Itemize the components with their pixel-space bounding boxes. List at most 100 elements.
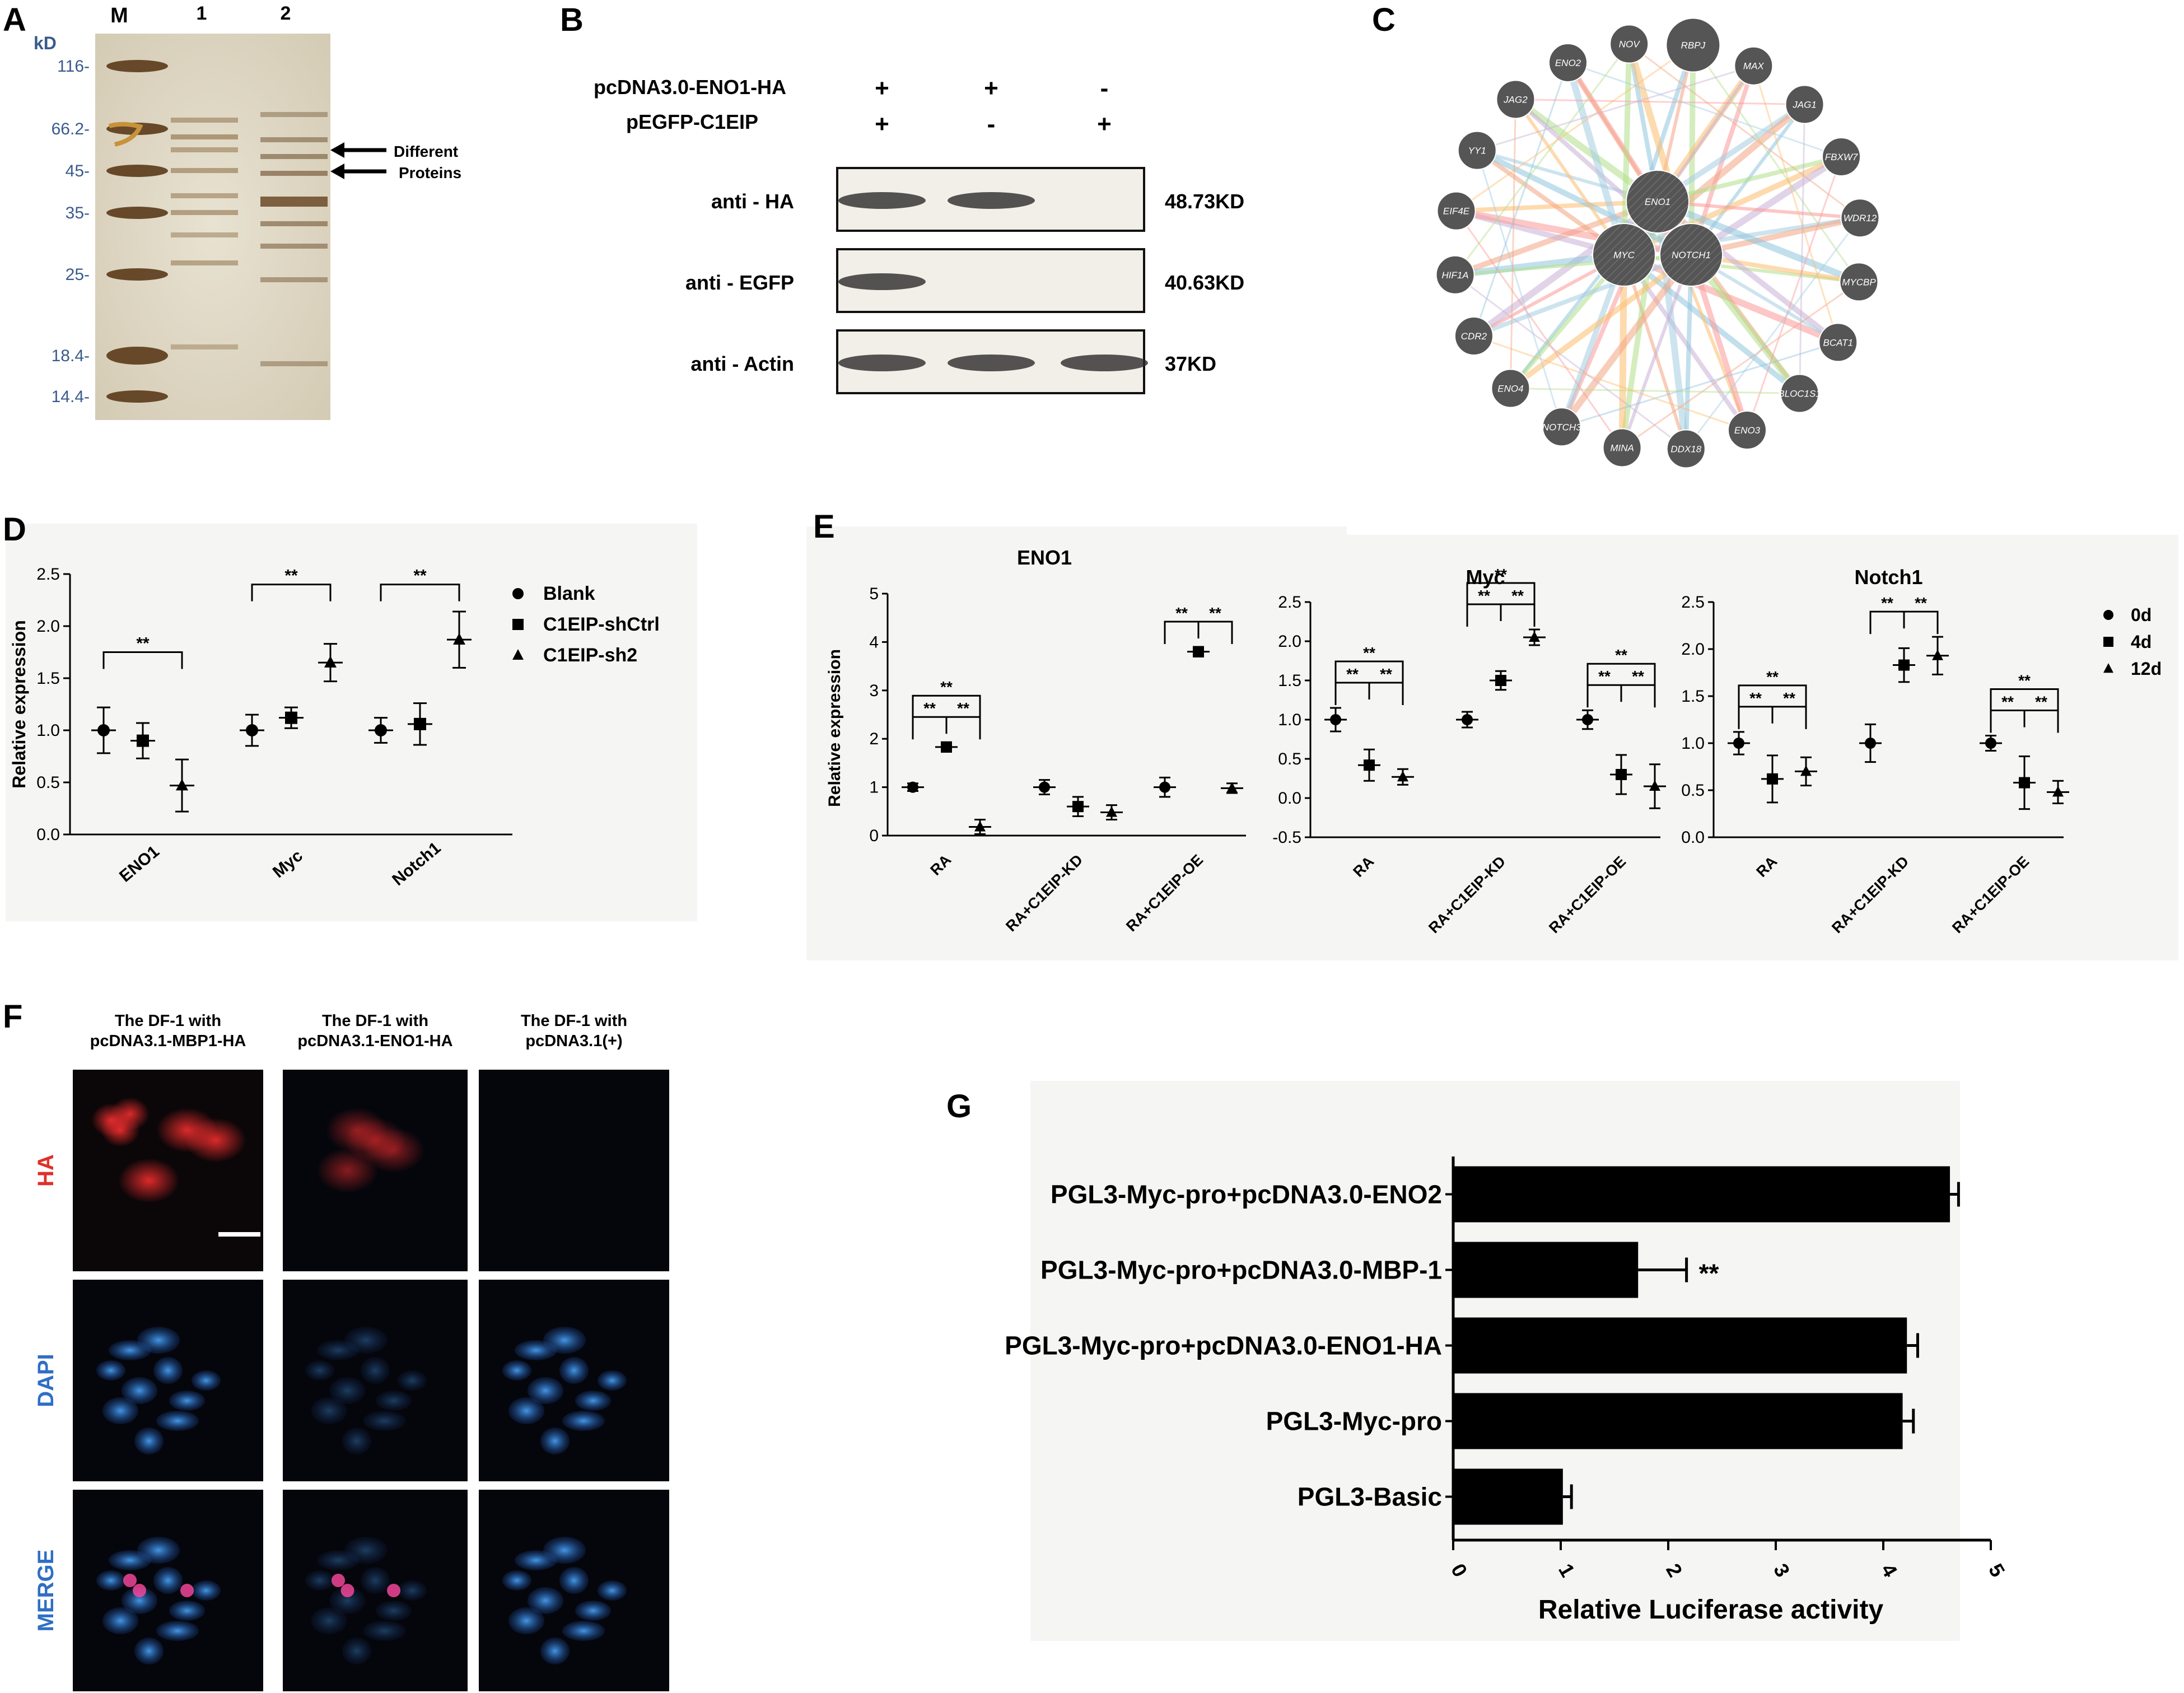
legend-label-12d: 12d — [2131, 659, 2162, 679]
hub-node-notch1 — [1659, 223, 1723, 287]
nucleus — [528, 1377, 563, 1404]
significance-label: ** — [1495, 566, 1507, 583]
hub-node-label-notch1: NOTCH1 — [1672, 250, 1711, 260]
gene-node-eif4e — [1436, 191, 1476, 231]
nucleus — [398, 1580, 427, 1601]
lane-label-1: 1 — [197, 3, 207, 24]
data-point-square — [2019, 777, 2030, 789]
nucleus — [363, 1411, 406, 1431]
nucleus — [559, 1567, 589, 1594]
significance-bracket — [102, 651, 183, 669]
nucleus — [376, 1601, 412, 1621]
y-tick-label-pgl3-basic: PGL3-Basic — [1298, 1482, 1442, 1512]
network-edge — [1561, 341, 1838, 428]
lane-1-band — [171, 168, 238, 173]
nucleus — [156, 1621, 199, 1641]
gene-node-label-rbpj: RBPJ — [1681, 40, 1706, 51]
nucleus — [543, 1327, 586, 1354]
data-point-square — [414, 717, 426, 730]
network-edge — [1515, 98, 1805, 105]
row-label-merge: MERGE — [34, 1550, 58, 1632]
nucleus — [559, 1357, 589, 1384]
gene-node-label-eno3: ENO3 — [1734, 425, 1761, 436]
blot-band — [838, 273, 926, 290]
network-edge — [1473, 62, 1569, 337]
lane-1-band — [171, 118, 238, 123]
y-axis-label: Relative expression — [9, 620, 29, 789]
lane-2-band — [260, 277, 328, 282]
y-tick-label-pgl3-myc-pro-pcdna3-0-eno1-ha: PGL3-Myc-pro+pcDNA3.0-ENO1-HA — [1005, 1331, 1442, 1360]
gene-node-mycbp — [1839, 262, 1879, 302]
marker-band-highlight — [108, 122, 143, 147]
network-edge — [1477, 65, 1754, 152]
nucleus — [598, 1580, 627, 1601]
network-edge — [1454, 43, 1630, 276]
lane-2-band — [260, 244, 328, 249]
nucleus — [598, 1370, 627, 1391]
gene-node-nov — [1609, 24, 1649, 64]
significance-label: ** — [1175, 604, 1188, 622]
gene-node-bcat1 — [1818, 323, 1858, 362]
data-point-square — [2103, 637, 2113, 647]
data-point-square — [1495, 675, 1506, 686]
nucleus — [562, 1621, 605, 1641]
chart-title-notch1: Notch1 — [1854, 566, 1922, 589]
data-point-triangle — [1226, 782, 1238, 793]
gene-node-label-bloc1s1: BLOC1S1 — [1778, 389, 1821, 399]
gene-node-label-max: MAX — [1743, 61, 1765, 72]
band-size-37kd: 37KD — [1165, 352, 1216, 375]
nucleus — [153, 1567, 183, 1594]
row-label-dapi: DAPI — [34, 1354, 58, 1407]
lane-2-band — [260, 171, 328, 176]
nucleus — [122, 1587, 157, 1614]
antibody-label-anti-actin: anti - Actin — [690, 352, 794, 375]
data-point-circle — [246, 724, 258, 736]
y-tick-label: 0.0 — [1278, 789, 1301, 808]
column-title-line1: The DF-1 with — [115, 1012, 221, 1030]
nucleus — [305, 1570, 334, 1591]
nucleus — [363, 1621, 406, 1641]
network-edge — [1618, 254, 1627, 448]
panel-d-background — [6, 524, 697, 921]
significance-label: ** — [284, 567, 298, 585]
significance-label: ** — [1615, 646, 1627, 664]
legend-label-0d: 0d — [2131, 605, 2152, 625]
merge-signal — [340, 1584, 354, 1597]
significance-label: ** — [1346, 665, 1359, 683]
network-edge — [1473, 253, 1692, 338]
data-point-square — [285, 711, 297, 724]
gene-node-label-eif4e: EIF4E — [1443, 206, 1470, 217]
network-edge — [1509, 99, 1516, 389]
network-edge — [1476, 150, 1563, 427]
sign-egfp-c1eip-lane-1: + — [875, 110, 889, 138]
antibody-label-anti-egfp: anti - EGFP — [685, 271, 794, 294]
gel-bands — [106, 60, 328, 403]
significance-label: ** — [957, 699, 969, 717]
gene-node-bloc1s1 — [1780, 374, 1819, 413]
data-point-triangle — [974, 820, 986, 832]
network-edge — [1455, 44, 1694, 212]
data-point-square — [137, 734, 149, 747]
lane-2-band — [260, 197, 328, 207]
y-tick-label: 1.0 — [36, 721, 60, 740]
nucleus — [342, 1428, 371, 1454]
nucleus — [305, 1360, 334, 1380]
network-edge — [1509, 252, 1693, 391]
gene-node-label-hif1a: HIF1A — [1441, 270, 1468, 281]
marker-label-25: 25- — [66, 265, 90, 284]
data-point-triangle — [324, 656, 337, 668]
bar-pgl3-myc-pro-pcdna3-0-eno1-ha — [1453, 1317, 1907, 1374]
bar-pgl3-myc-pro-pcdna3-0-eno2 — [1453, 1166, 1950, 1223]
panel-letter-b: B — [560, 2, 584, 38]
sign-egfp-c1eip-lane-3: + — [1097, 110, 1112, 138]
network-edge — [1628, 43, 1861, 219]
network-edge — [1692, 44, 1860, 283]
nucleus — [543, 1537, 586, 1564]
column-title-line2: pcDNA3.1-ENO1-HA — [297, 1032, 452, 1050]
data-point-circle — [1462, 714, 1473, 725]
lane-2-band — [260, 112, 328, 117]
marker-band — [106, 207, 168, 219]
